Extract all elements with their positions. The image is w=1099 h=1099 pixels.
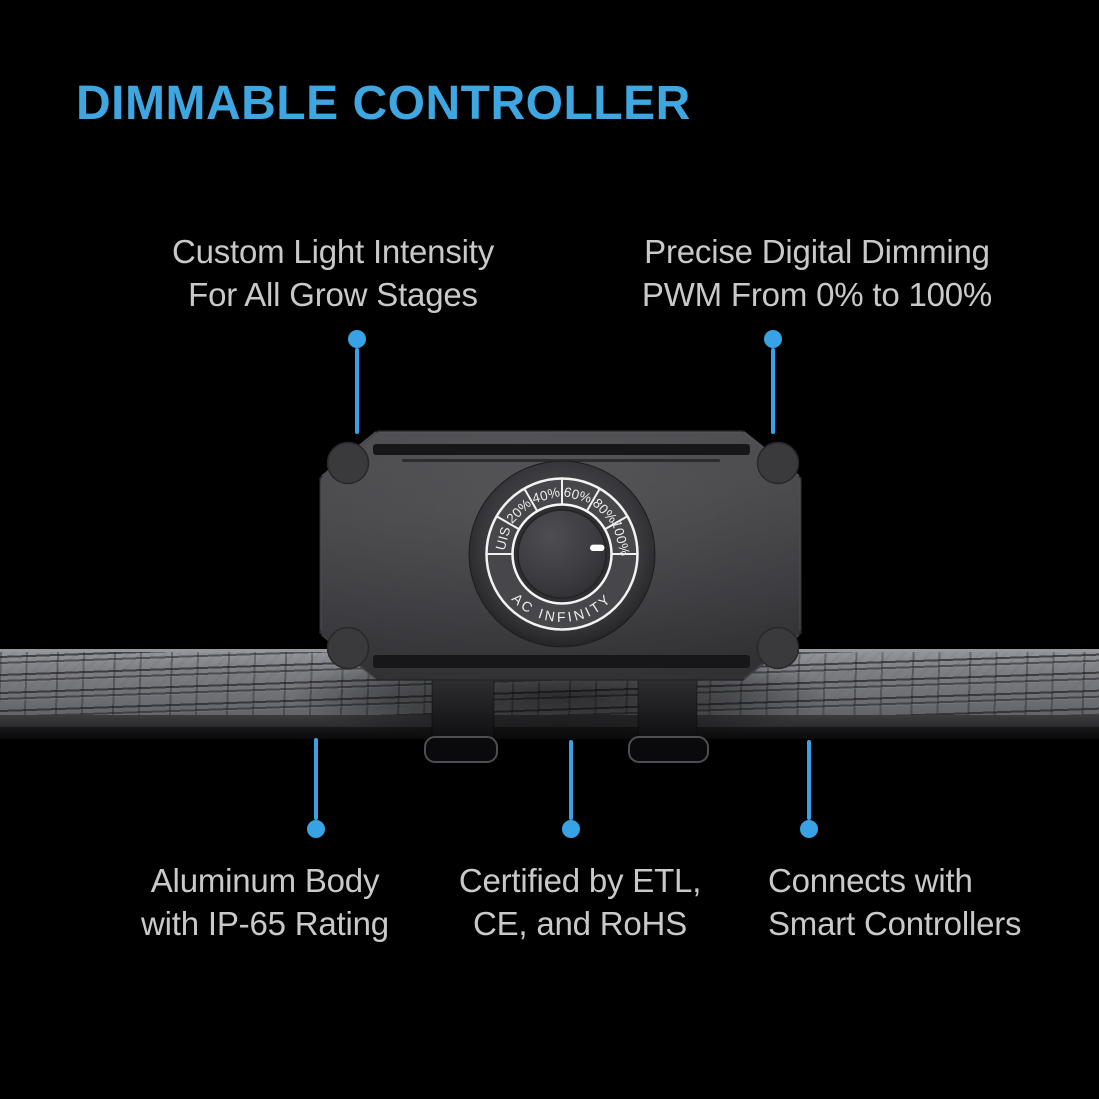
connector-dot-bottom-left xyxy=(307,820,325,838)
connector-line-bottom-center xyxy=(569,740,573,820)
callout-certifications: Certified by ETL, CE, and RoHS xyxy=(425,859,735,945)
callout-line: Aluminum Body xyxy=(150,862,380,899)
connector-line-top-left xyxy=(355,348,359,434)
connector-dot-bottom-center xyxy=(562,820,580,838)
callout-line: Certified by ETL, xyxy=(458,862,702,899)
corner-screw-bottom-right xyxy=(756,626,800,670)
callout-line: Precise Digital Dimming xyxy=(644,233,990,270)
knob-position-indicator xyxy=(590,544,605,551)
callout-line: CE, and RoHS xyxy=(472,905,688,942)
page-title: DIMMABLE CONTROLLER xyxy=(76,77,691,130)
dimmable-controller-device: UIS 20% 40% 60% 80% 100% AC INFINITY xyxy=(319,430,802,763)
callout-light-intensity: Custom Light Intensity For All Grow Stag… xyxy=(140,230,526,316)
mounting-foot-right xyxy=(628,736,709,763)
mounting-foot-left xyxy=(424,736,498,763)
callout-line: Smart Controllers xyxy=(768,905,1022,942)
connector-dot-top-left xyxy=(348,330,366,348)
corner-screw-top-right xyxy=(756,441,800,485)
corner-screw-top-left xyxy=(326,441,370,485)
dial-ticks xyxy=(486,478,638,555)
top-vent-band xyxy=(373,444,750,455)
dial-tick xyxy=(604,515,628,530)
connector-line-bottom-right xyxy=(807,740,811,820)
dial-label-40: 40% xyxy=(530,484,561,506)
connector-dot-top-right xyxy=(764,330,782,348)
callout-line: For All Grow Stages xyxy=(188,276,478,313)
dial-tick xyxy=(523,488,538,512)
dial-tick xyxy=(586,488,601,512)
top-vent-groove xyxy=(402,459,720,462)
callout-smart-controllers: Connects with Smart Controllers xyxy=(768,859,1078,945)
callout-aluminum-body: Aluminum Body with IP-65 Rating xyxy=(100,859,430,945)
connector-dot-bottom-right xyxy=(800,820,818,838)
connector-line-bottom-left xyxy=(314,738,318,820)
connector-line-top-right xyxy=(771,348,775,434)
dial-label-60: 60% xyxy=(562,484,593,506)
callout-line: with IP-65 Rating xyxy=(141,905,389,942)
dial-label-uis: UIS xyxy=(493,525,514,552)
corner-screw-bottom-left xyxy=(326,626,370,670)
callout-line: Custom Light Intensity xyxy=(171,233,495,270)
callout-line: PWM From 0% to 100% xyxy=(641,276,993,313)
bottom-vent-band xyxy=(373,655,750,668)
knob xyxy=(517,509,607,599)
callout-digital-dimming: Precise Digital Dimming PWM From 0% to 1… xyxy=(622,230,1012,316)
dial-tick xyxy=(496,515,520,530)
callout-line: Connects with xyxy=(768,862,973,899)
mounting-leg-right xyxy=(637,669,698,741)
